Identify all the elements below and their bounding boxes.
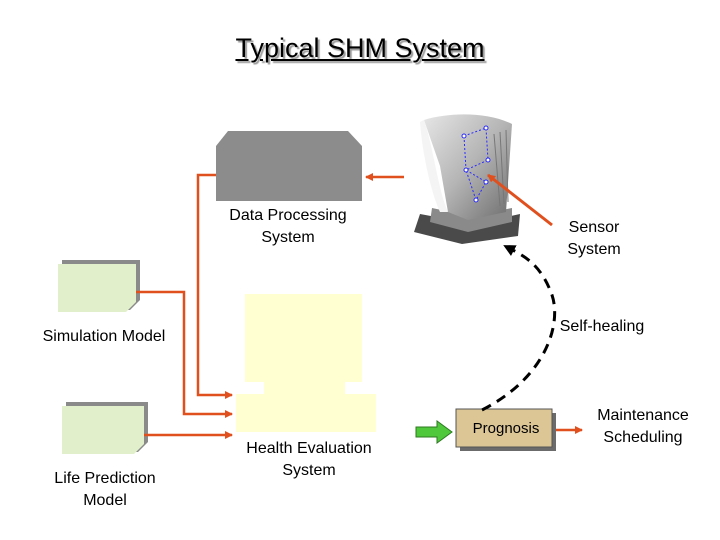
data-processing-label: Data Processing System bbox=[229, 207, 347, 246]
self-healing-arc bbox=[481, 244, 557, 412]
sensor-pointer bbox=[487, 173, 553, 227]
self-healing-label: Self-healing bbox=[559, 318, 645, 335]
health-evaluation-box bbox=[236, 294, 376, 432]
sensor-label: Sensor System bbox=[567, 219, 621, 258]
prognosis-box bbox=[455, 408, 553, 448]
prognosis-label: Prognosis bbox=[472, 420, 540, 437]
turbine-blade-photo-icon bbox=[410, 104, 522, 246]
page-title: Typical SHM System bbox=[235, 33, 485, 63]
life-prediction-label: Life Prediction Model bbox=[54, 470, 156, 509]
connector-simulation-to-health bbox=[136, 290, 233, 418]
health-evaluation-label: Health Evaluation System bbox=[246, 440, 372, 479]
life-prediction-box bbox=[62, 406, 144, 454]
connector-processing-to-health bbox=[196, 173, 233, 399]
simulation-label: Simulation Model bbox=[42, 328, 166, 345]
data-processing-box bbox=[216, 131, 362, 201]
maintenance-label: Maintenance Scheduling bbox=[597, 407, 689, 446]
simulation-box bbox=[58, 264, 136, 312]
green-arrow bbox=[415, 420, 453, 444]
